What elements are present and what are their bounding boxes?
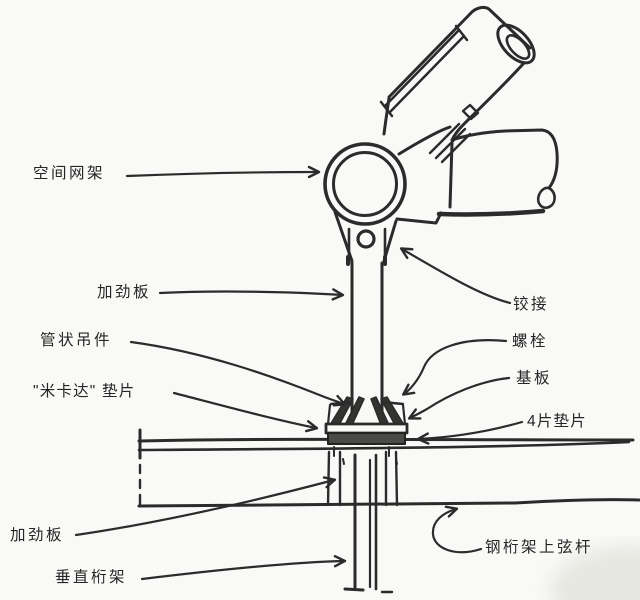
pin-hole (356, 229, 376, 249)
leader-pin-connection (399, 247, 512, 305)
chord-web-stiffeners (326, 446, 399, 507)
vertical-truss-member (343, 453, 394, 594)
scan-artifact (550, 545, 640, 600)
leader-bolt (401, 339, 508, 396)
leader-space-frame (125, 165, 321, 179)
label-bolt: 螺栓 (512, 333, 549, 350)
leader-base-plate (407, 376, 511, 420)
upper-tube (379, 5, 536, 142)
label-vertical-truss: 垂直桁架 (55, 569, 128, 586)
lower-tube (428, 122, 559, 217)
label-mikada-washer: "米卡达" 垫片 (33, 383, 136, 400)
leader-stiffener-upper (158, 288, 345, 301)
leader-stiffener-lower (74, 476, 337, 537)
node-gusset (382, 96, 452, 225)
leader-four-washers (416, 420, 524, 445)
base-plate (324, 422, 409, 435)
label-pin-connection: 铰接 (513, 296, 550, 313)
leader-vertical-truss (140, 554, 347, 581)
label-tubular-hanger: 管状吊件 (40, 332, 113, 349)
label-stiffener-lower: 加劲板 (10, 527, 65, 544)
label-four-washers: 4片垫片 (527, 413, 587, 430)
hanger-tube (350, 261, 384, 424)
leader-steel-chord (431, 505, 483, 554)
leader-tubular-hanger (129, 340, 347, 407)
structure-ink (137, 5, 640, 594)
label-steel-truss-top-chord: 钢桁架上弦杆 (485, 539, 594, 556)
node-sphere (323, 142, 407, 226)
leader-lines (74, 165, 524, 581)
stiffener-fins (326, 396, 407, 426)
washer-stack (327, 432, 406, 445)
pin-clevis (333, 210, 398, 266)
label-base-plate: 基板 (516, 370, 553, 387)
label-stiffener-upper: 加劲板 (97, 284, 152, 301)
leader-mikada-washer (172, 391, 319, 433)
label-space-frame: 空间网架 (33, 165, 106, 182)
